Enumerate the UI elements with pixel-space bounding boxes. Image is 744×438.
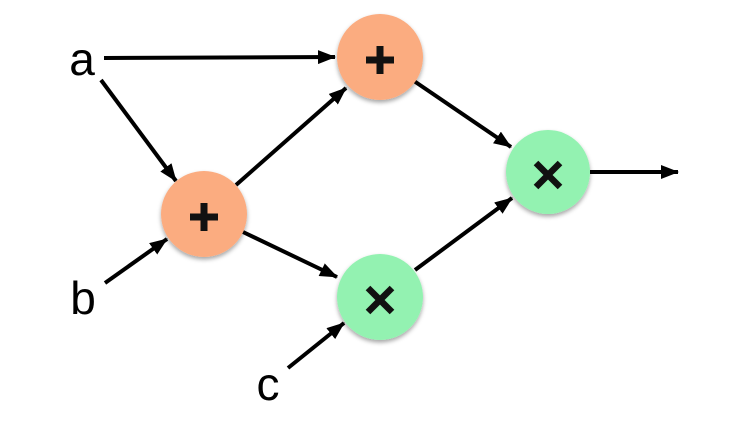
edge-a-to-add-top <box>103 50 336 65</box>
edge-add-left-to-mul-bottom <box>242 230 338 279</box>
multiply-icon <box>533 160 563 190</box>
multiply-icon <box>365 285 395 315</box>
plus-icon <box>190 203 218 231</box>
edge-mul-bottom-to-mul-right <box>413 196 514 272</box>
plus-icon <box>366 46 394 74</box>
edge-c-to-mul-bottom <box>286 321 346 370</box>
input-label-a: a <box>69 33 95 85</box>
node-mul-bottom: × <box>337 254 423 340</box>
multiply-stroke-2 <box>533 160 563 190</box>
edge-b-to-add-left <box>103 237 169 285</box>
node-add-top: + <box>337 14 423 100</box>
input-label-b: b <box>70 272 96 324</box>
multiply-stroke-2 <box>365 285 395 315</box>
node-add-left: + <box>161 171 247 257</box>
edge-a-to-add-left <box>99 78 178 183</box>
edge-add-left-to-add-top <box>234 86 348 187</box>
edge-add-top-to-mul-right <box>412 79 513 149</box>
node-mul-right: × <box>506 130 590 214</box>
input-label-c: c <box>257 358 280 410</box>
